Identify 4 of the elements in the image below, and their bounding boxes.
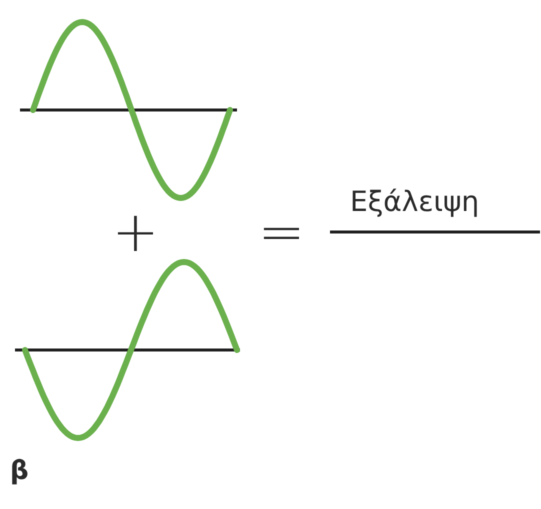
plus-sign: + — [112, 205, 159, 261]
equals-sign: = — [258, 205, 305, 261]
result-label: Εξάλειψη — [350, 188, 480, 216]
panel-label: β — [10, 458, 29, 484]
